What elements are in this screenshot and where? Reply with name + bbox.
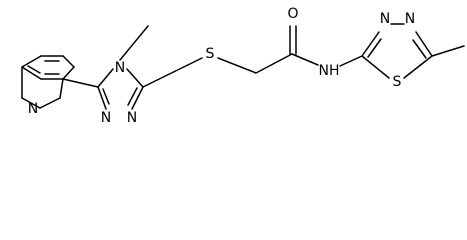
atom-s-thioether: S (206, 46, 215, 62)
atom-n-triazole-b: N (127, 110, 137, 126)
atom-n-thiadiazole-b: N (405, 11, 415, 27)
atom-n-pyridine: N (28, 101, 38, 117)
bond-thd-3 (415, 31, 433, 57)
bond-pyr-4 (62, 66, 75, 80)
bond-tri-s (142, 57, 203, 88)
bond-pyr-6-inner (27, 65, 41, 74)
bond-c-nh (291, 53, 319, 66)
bond-pyr-9 (21, 97, 41, 109)
bond-s-ch2 (217, 57, 257, 74)
atom-n-thiadiazole-a: N (380, 11, 390, 27)
bond-pyr-triazole (62, 78, 99, 88)
atom-n-methyl: N (115, 60, 125, 76)
atom-s-thiadiazole: S (393, 74, 402, 90)
atom-nh-amide: NH (319, 63, 340, 79)
atom-n-triazole-a: N (101, 110, 111, 126)
bond-pyr-6 (21, 66, 42, 80)
bond-tri-4-inner (102, 88, 110, 105)
atom-labels: N N N N S O NH N N S (28, 6, 415, 126)
bond-thd-methyl (431, 45, 465, 57)
bond-thd-4 (403, 55, 433, 79)
bond-thd-1 (361, 31, 380, 57)
bond-pyr-8 (39, 97, 61, 109)
bond-pyr-7 (59, 78, 64, 99)
bond-tri-2 (126, 68, 144, 88)
bond-thd-3-inner (412, 39, 427, 59)
bond-tri-3 (131, 86, 144, 110)
bond-pyr-3 (62, 55, 75, 68)
chemical-structure: N N N N S O NH N N S (21, 6, 465, 126)
atom-o-carbonyl: O (287, 6, 298, 22)
bond-tri-4 (97, 86, 107, 110)
bond-nh-thd (339, 55, 363, 67)
bond-n-methyl (119, 25, 149, 61)
bond-tri-3-inner (127, 87, 138, 106)
bond-thd-1-inner (367, 38, 382, 58)
bond-ch2-co (255, 53, 293, 74)
bond-tri-1 (97, 68, 114, 88)
bond-thd-5 (361, 55, 390, 79)
bonds (21, 23, 465, 110)
bond-pyr-1 (21, 55, 42, 68)
